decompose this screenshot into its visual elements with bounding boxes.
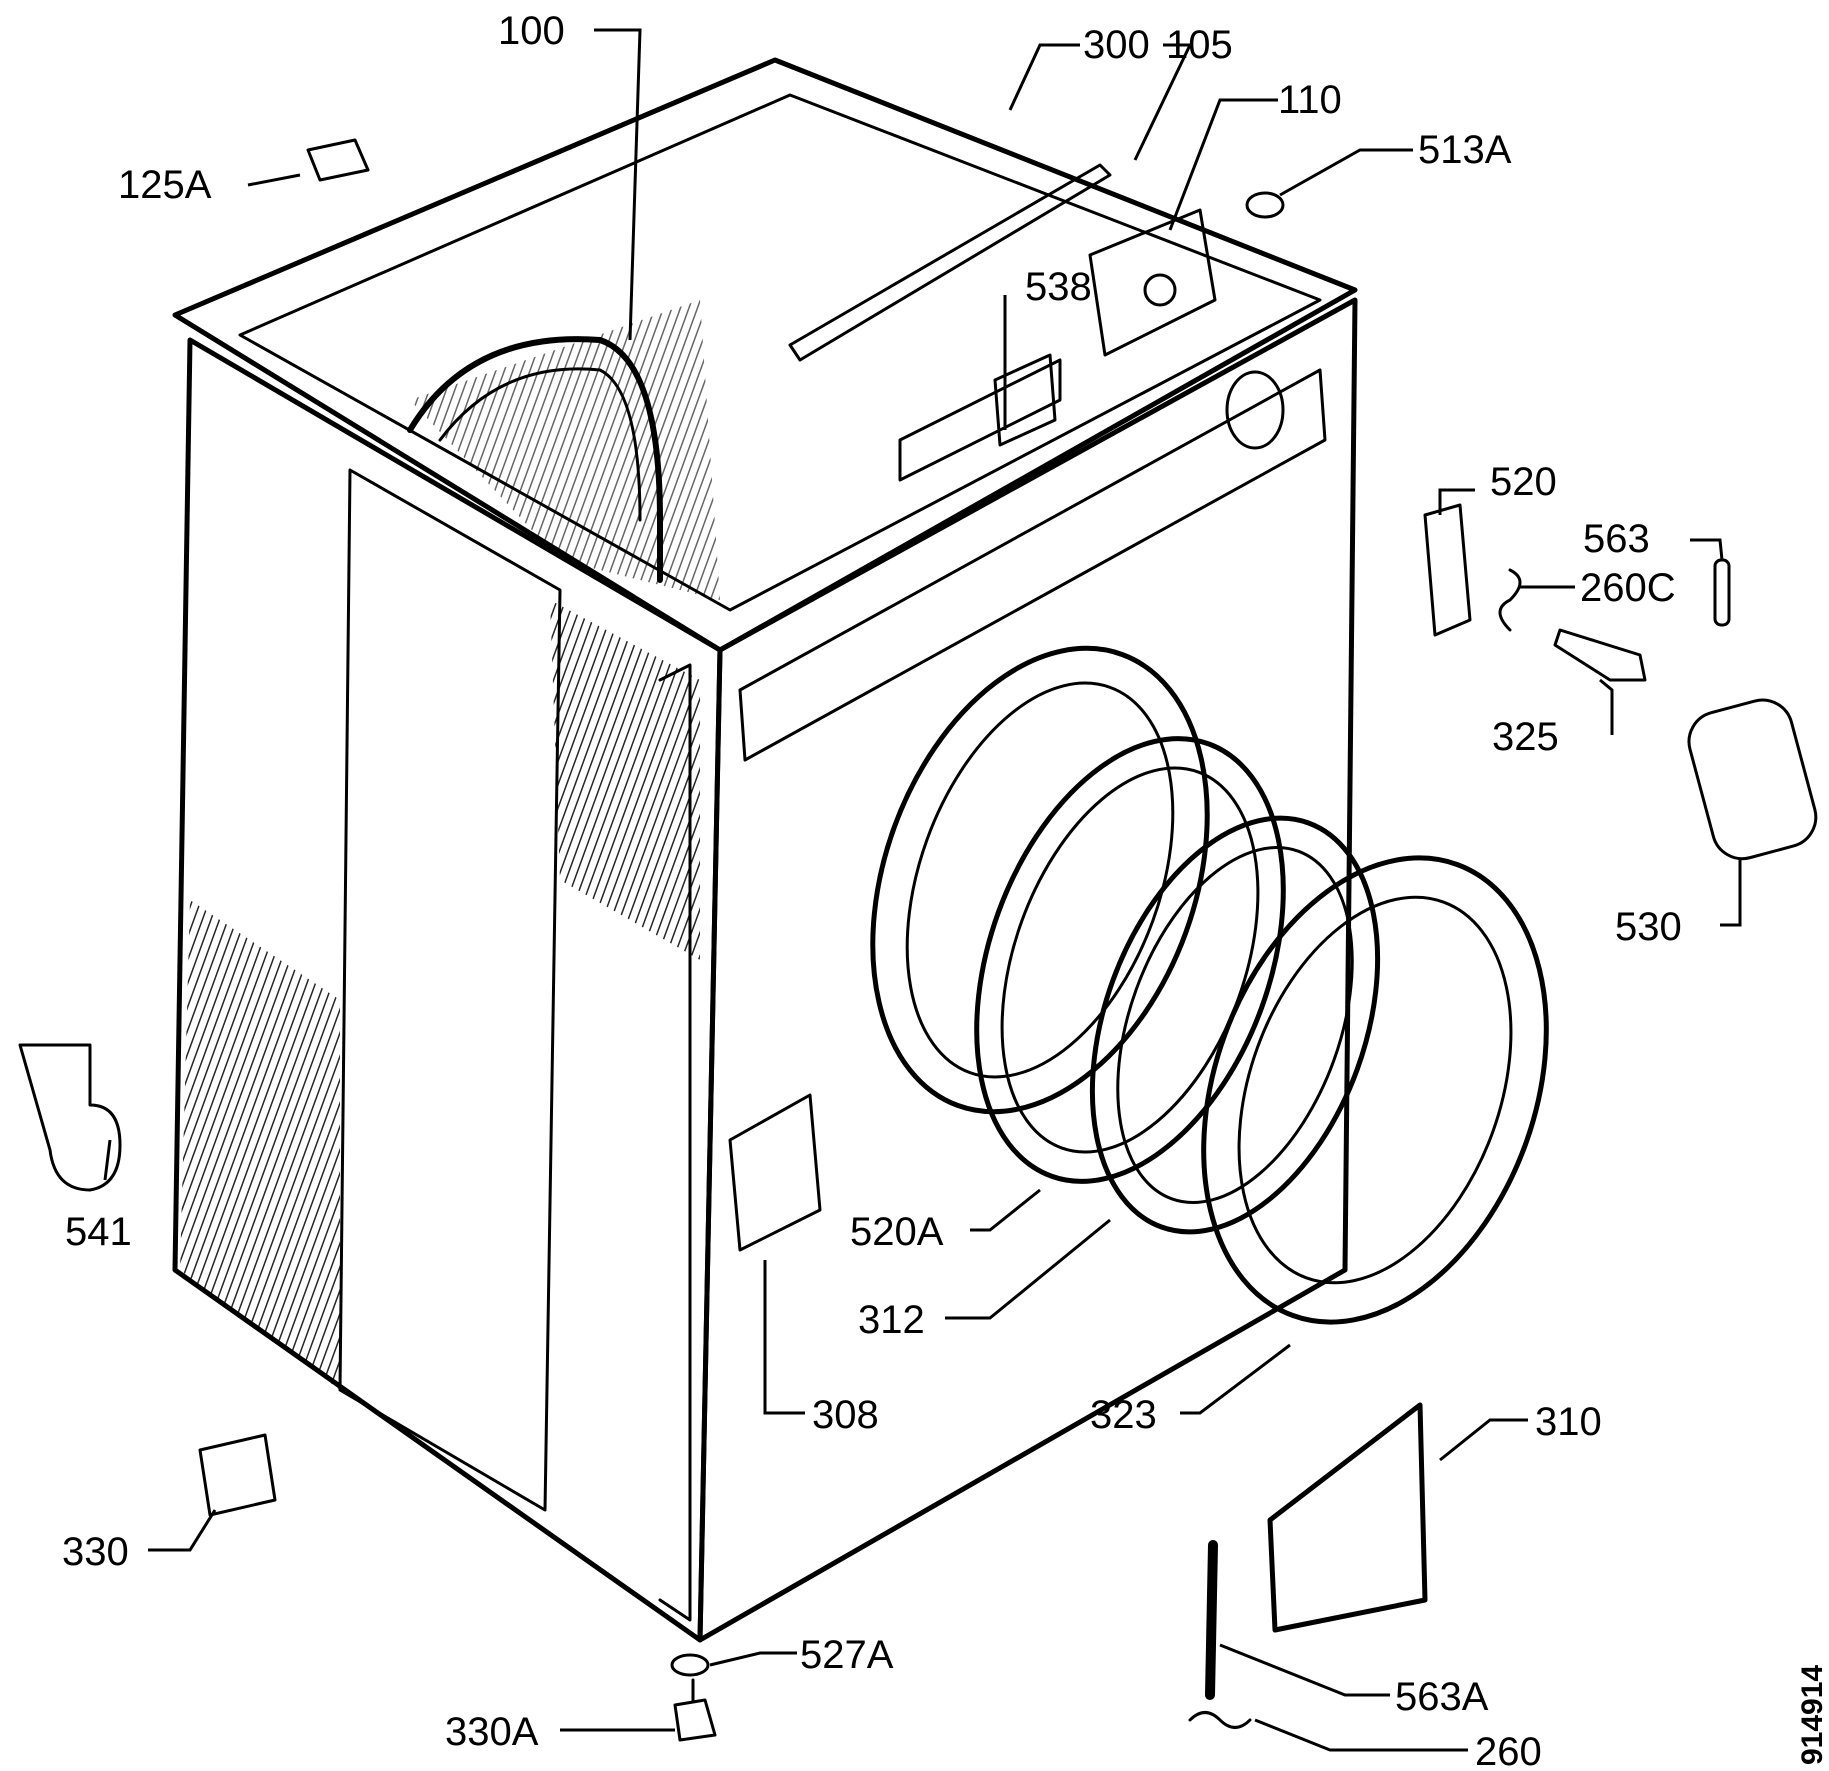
label-563: 563: [1583, 517, 1650, 561]
latch-plate-520: [1423, 503, 1472, 637]
rod-563A: [1205, 1540, 1218, 1700]
loose-parts: [18, 138, 1818, 1742]
hinge-308: [728, 1093, 822, 1252]
door-frame: [1201, 855, 1549, 1325]
label-520: 520: [1490, 460, 1557, 504]
label-308: 308: [812, 1393, 879, 1437]
label-325: 325: [1492, 715, 1559, 759]
front-porthole: [870, 645, 1210, 1115]
door-glass: [1089, 815, 1381, 1235]
service-flap-310: [1267, 1402, 1428, 1633]
label-330: 330: [62, 1530, 129, 1574]
label-538: 538: [1025, 265, 1092, 309]
label-513A: 513A: [1418, 128, 1512, 172]
label-260: 260: [1475, 1730, 1542, 1771]
hinge-plate-538: [898, 358, 1062, 482]
label-105: 105: [1166, 23, 1233, 67]
spring-260C: [1498, 568, 1522, 632]
handle-lever-325: [1553, 628, 1647, 682]
label-310: 310: [1535, 1400, 1602, 1444]
side-panel-recess: [338, 468, 562, 1512]
adjustable-foot-330A: [673, 1698, 717, 1742]
foot-513A: [1245, 191, 1285, 219]
pump-541: [18, 1043, 122, 1192]
label-125A: 125A: [118, 163, 212, 207]
internal-parts: [407, 163, 1285, 583]
side-panel-shading: [180, 300, 720, 1390]
label-100: 100: [498, 9, 565, 53]
cross-brace: [788, 163, 1112, 362]
label-260C: 260C: [1580, 566, 1676, 610]
spring-260: [1188, 1711, 1252, 1729]
label-530: 530: [1615, 905, 1682, 949]
label-541: 541: [65, 1210, 132, 1254]
cabinet-top-frame: [172, 57, 1358, 653]
label-520A: 520A: [850, 1210, 944, 1254]
door-handle-530: [1687, 698, 1818, 861]
foot-330: [198, 1433, 277, 1517]
pin-563: [1713, 558, 1731, 627]
cabinet-front-panel: [697, 297, 1358, 1643]
label-312: 312: [858, 1298, 925, 1342]
label-563A: 563A: [1395, 1675, 1489, 1719]
part-labels: 100 300 105 110 125A 513A 538 520 563 26…: [62, 9, 1829, 1771]
label-110: 110: [1278, 78, 1342, 122]
tub-bellows: [407, 336, 663, 583]
clip-125A: [306, 138, 370, 182]
label-300: 300: [1083, 23, 1150, 67]
door-assembly: [870, 645, 1549, 1325]
washer-527A: [670, 1653, 710, 1677]
label-330A: 330A: [445, 1710, 539, 1754]
door-seal-ring: [974, 736, 1286, 1184]
label-527A: 527A: [800, 1633, 894, 1677]
control-panel-recess: [738, 368, 1327, 762]
bracket-110: [1088, 208, 1217, 357]
drawing-number: 914914: [1796, 1665, 1829, 1765]
leader-lines: [103, 28, 1742, 1752]
label-323: 323: [1090, 1393, 1157, 1437]
